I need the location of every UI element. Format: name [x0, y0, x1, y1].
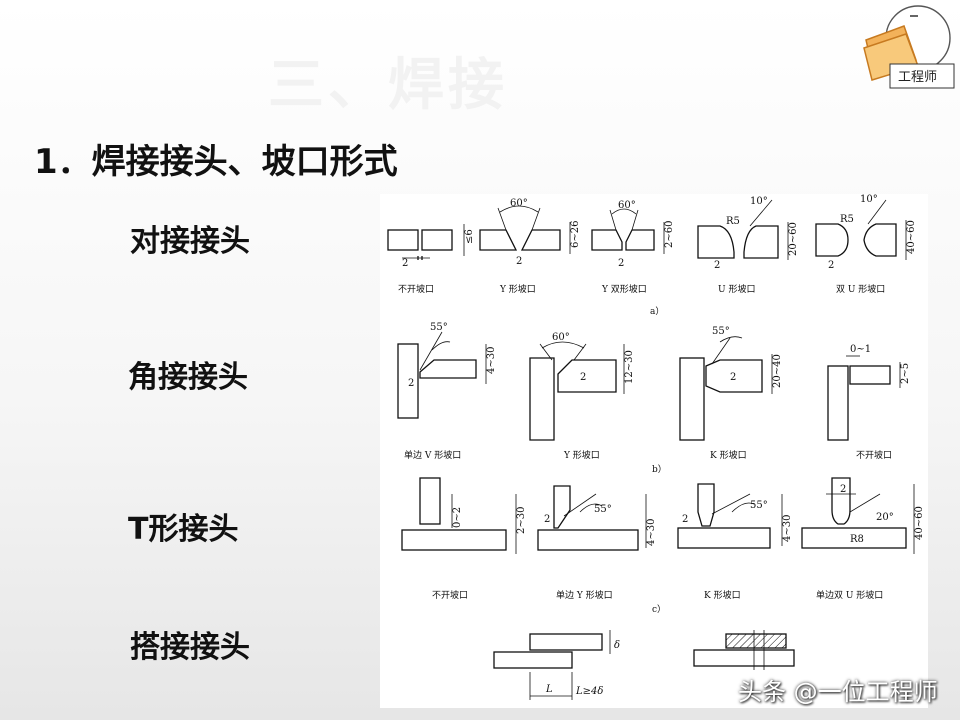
background-watermark: 三、焊接 [268, 53, 508, 118]
dim-c4-angle: 20° [876, 512, 894, 523]
dim-uu-range: 40~60 [906, 220, 917, 254]
dim-u-range: 20~60 [788, 222, 799, 256]
dim-c4-range: 40~60 [914, 506, 925, 540]
dim-yy-range: 2~60 [664, 221, 675, 248]
sublabel-b: b） [652, 464, 667, 475]
dim-b4-gap: 0~1 [850, 344, 871, 355]
dim-b2-angle: 60° [552, 332, 570, 343]
butt-y-groove-figure: 60° 2 6~26 [479, 198, 581, 267]
dim-c2-angle: 55° [594, 504, 612, 515]
dim-lap-length: L [545, 684, 553, 695]
butt-double-u-groove-figure: 10° R5 2 40~60 [815, 194, 917, 271]
dim-uu-gap: 2 [828, 260, 834, 271]
dim-butt-gap: 2 [402, 258, 408, 269]
dim-c2-gap: 2 [544, 514, 550, 525]
dim-lap-condition: L≥4δ [575, 686, 603, 697]
butt-no-groove-figure: 2 ≤6 [387, 224, 475, 269]
caption-c2: 单边 Y 形坡口 [556, 589, 613, 601]
butt-double-y-groove-figure: 60° 2 2~60 [591, 200, 675, 269]
label-t-joint: T形接头 [128, 512, 239, 547]
dim-c3-angle: 55° [750, 500, 768, 511]
caption-a4: U 形坡口 [718, 283, 755, 295]
dim-b2-gap: 2 [580, 372, 586, 383]
lap-joint-figure-1: L L≥4δ δ [493, 630, 620, 700]
sublabel-a: a） [650, 306, 664, 317]
dim-y-range: 6~26 [570, 221, 581, 248]
t-single-y-figure: 55° 2 4~30 [537, 485, 657, 551]
t-k-figure: 55° 2 4~30 [677, 483, 793, 549]
dim-c3-range: 4~30 [782, 515, 793, 542]
dim-y-gap: 2 [516, 256, 522, 267]
corner-single-v-figure: 55° 2 4~30 [397, 322, 497, 419]
caption-b3: K 形坡口 [710, 449, 747, 461]
caption-c3: K 形坡口 [704, 589, 741, 601]
dim-uu-radius: R5 [840, 214, 854, 225]
dim-b3-range: 20~40 [772, 354, 783, 388]
source-credit: 头条 @一位工程师 [738, 678, 938, 706]
corner-k-figure: 55° 2 20~40 [679, 326, 783, 441]
dim-yy-angle: 60° [618, 200, 636, 211]
corner-y-figure: 60° 2 12~30 [529, 332, 635, 441]
label-corner-joint: 角接接头 [128, 360, 248, 395]
dim-b1-angle: 55° [430, 322, 448, 333]
dim-b4-range: 2~5 [900, 363, 911, 384]
caption-a2: Y 形坡口 [499, 283, 536, 295]
sublabel-c: c） [652, 604, 666, 615]
label-lap-joint: 搭接接头 [130, 630, 250, 665]
dim-b3-gap: 2 [730, 372, 736, 383]
dim-c2-range: 4~30 [646, 519, 657, 546]
dim-u-angle: 10° [750, 196, 768, 207]
caption-c1: 不开坡口 [432, 589, 468, 601]
dim-b3-angle: 55° [712, 326, 730, 337]
dim-u-gap: 2 [714, 260, 720, 271]
label-butt-joint: 对接接头 [130, 224, 250, 259]
caption-a5: 双 U 形坡口 [836, 283, 885, 295]
caption-b2: Y 形坡口 [563, 449, 600, 461]
dim-c4-radius: R8 [850, 534, 864, 545]
caption-a1: 不开坡口 [398, 283, 434, 295]
dim-c1-range: 2~30 [516, 507, 527, 534]
logo-text: 工程师 [896, 66, 940, 85]
dim-yy-gap: 2 [618, 258, 624, 269]
caption-b1: 单边 V 形坡口 [404, 449, 461, 461]
dim-butt-thickness: ≤6 [464, 229, 475, 244]
dim-lap-thickness: δ [614, 640, 620, 651]
joint-diagram: 2 ≤6 60° 2 6~26 60° 2 2~60 10° R5 2 20~6… [387, 194, 925, 700]
dim-y-angle: 60° [510, 198, 528, 209]
dim-c1-gap: 0~2 [452, 507, 463, 528]
dim-b1-gap: 2 [408, 378, 414, 389]
dim-c3-gap: 2 [682, 514, 688, 525]
dim-b1-range: 4~30 [486, 347, 497, 374]
lap-joint-figure-2 [693, 630, 795, 670]
corner-no-groove-figure: 0~1 2~5 [827, 344, 911, 441]
t-double-u-figure: 2 20° R8 40~60 [801, 477, 925, 554]
dim-u-radius: R5 [726, 216, 740, 227]
caption-a3: Y 双形坡口 [601, 283, 647, 295]
dim-uu-angle: 10° [860, 194, 878, 205]
dim-b2-range: 12~30 [624, 350, 635, 384]
joint-diagram-panel: 2 ≤6 60° 2 6~26 60° 2 2~60 10° R5 2 20~6… [380, 194, 928, 708]
dim-c4-gap: 2 [840, 484, 846, 495]
butt-u-groove-figure: 10° R5 2 20~60 [697, 196, 799, 271]
slide-title: 1．焊接接头、坡口形式 [34, 142, 398, 182]
caption-b4: 不开坡口 [856, 449, 892, 461]
caption-c4: 单边双 U 形坡口 [816, 589, 883, 601]
t-no-groove-figure: 0~2 2~30 [401, 477, 527, 554]
